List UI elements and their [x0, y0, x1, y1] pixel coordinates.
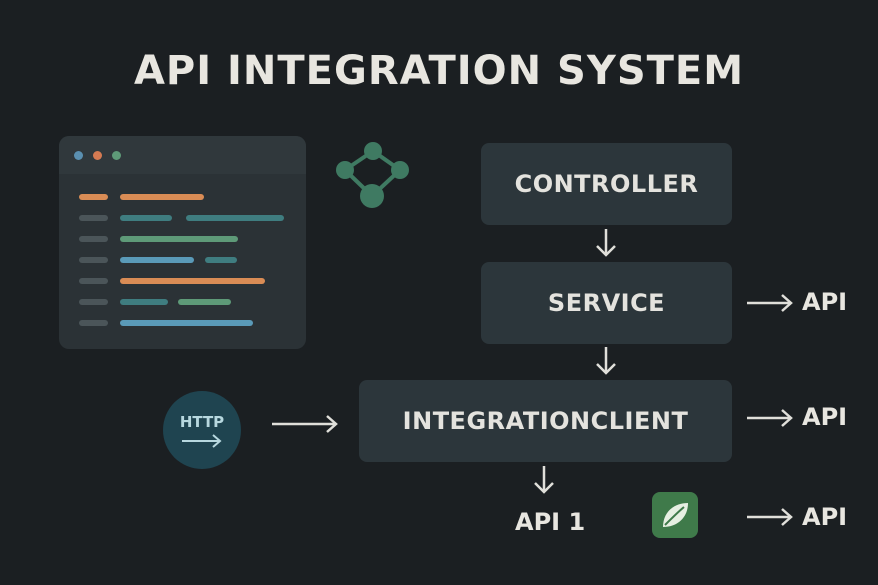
code-line: [120, 278, 265, 284]
http-label: HTTP: [179, 413, 225, 431]
spring-leaf-icon: [652, 492, 698, 538]
page-title: API INTEGRATION SYSTEM: [133, 48, 745, 94]
network-graph-icon: [336, 142, 409, 208]
code-line: [120, 236, 238, 242]
code-line: [120, 215, 172, 221]
code-editor-icon: [59, 136, 306, 349]
service-box: SERVICE: [481, 262, 732, 344]
service-api-label: API: [802, 288, 848, 316]
arrow-right-client-api: [747, 409, 793, 427]
window-dot-orange: [93, 151, 102, 160]
code-line: [120, 194, 204, 200]
code-line: [79, 236, 108, 242]
leaf-api-label: API: [802, 503, 848, 531]
arrow-right-service-api: [747, 294, 793, 312]
arrow-right-icon: [182, 434, 222, 448]
code-line: [79, 194, 108, 200]
client-api-label: API: [802, 403, 848, 431]
code-line: [79, 320, 108, 326]
code-line: [79, 299, 108, 305]
code-line: [79, 215, 108, 221]
code-line: [79, 257, 108, 263]
controller-box: CONTROLLER: [481, 143, 732, 225]
window-dot-blue: [74, 151, 83, 160]
arrow-down-service-client: [596, 347, 616, 375]
code-line: [120, 320, 253, 326]
integration-client-box: INTEGRATIONCLIENT: [359, 380, 732, 462]
api-1-label: API 1: [515, 508, 586, 536]
code-line: [120, 299, 168, 305]
code-line: [186, 215, 284, 221]
arrow-right-leaf-api: [747, 508, 793, 526]
http-badge: HTTP: [163, 391, 241, 469]
code-line: [205, 257, 237, 263]
code-line: [178, 299, 231, 305]
arrow-right-http-client: [272, 415, 338, 433]
arrow-down-controller-service: [596, 229, 616, 257]
code-line: [120, 257, 194, 263]
code-line: [79, 278, 108, 284]
window-dot-green: [112, 151, 121, 160]
arrow-down-client-api1: [534, 466, 554, 494]
